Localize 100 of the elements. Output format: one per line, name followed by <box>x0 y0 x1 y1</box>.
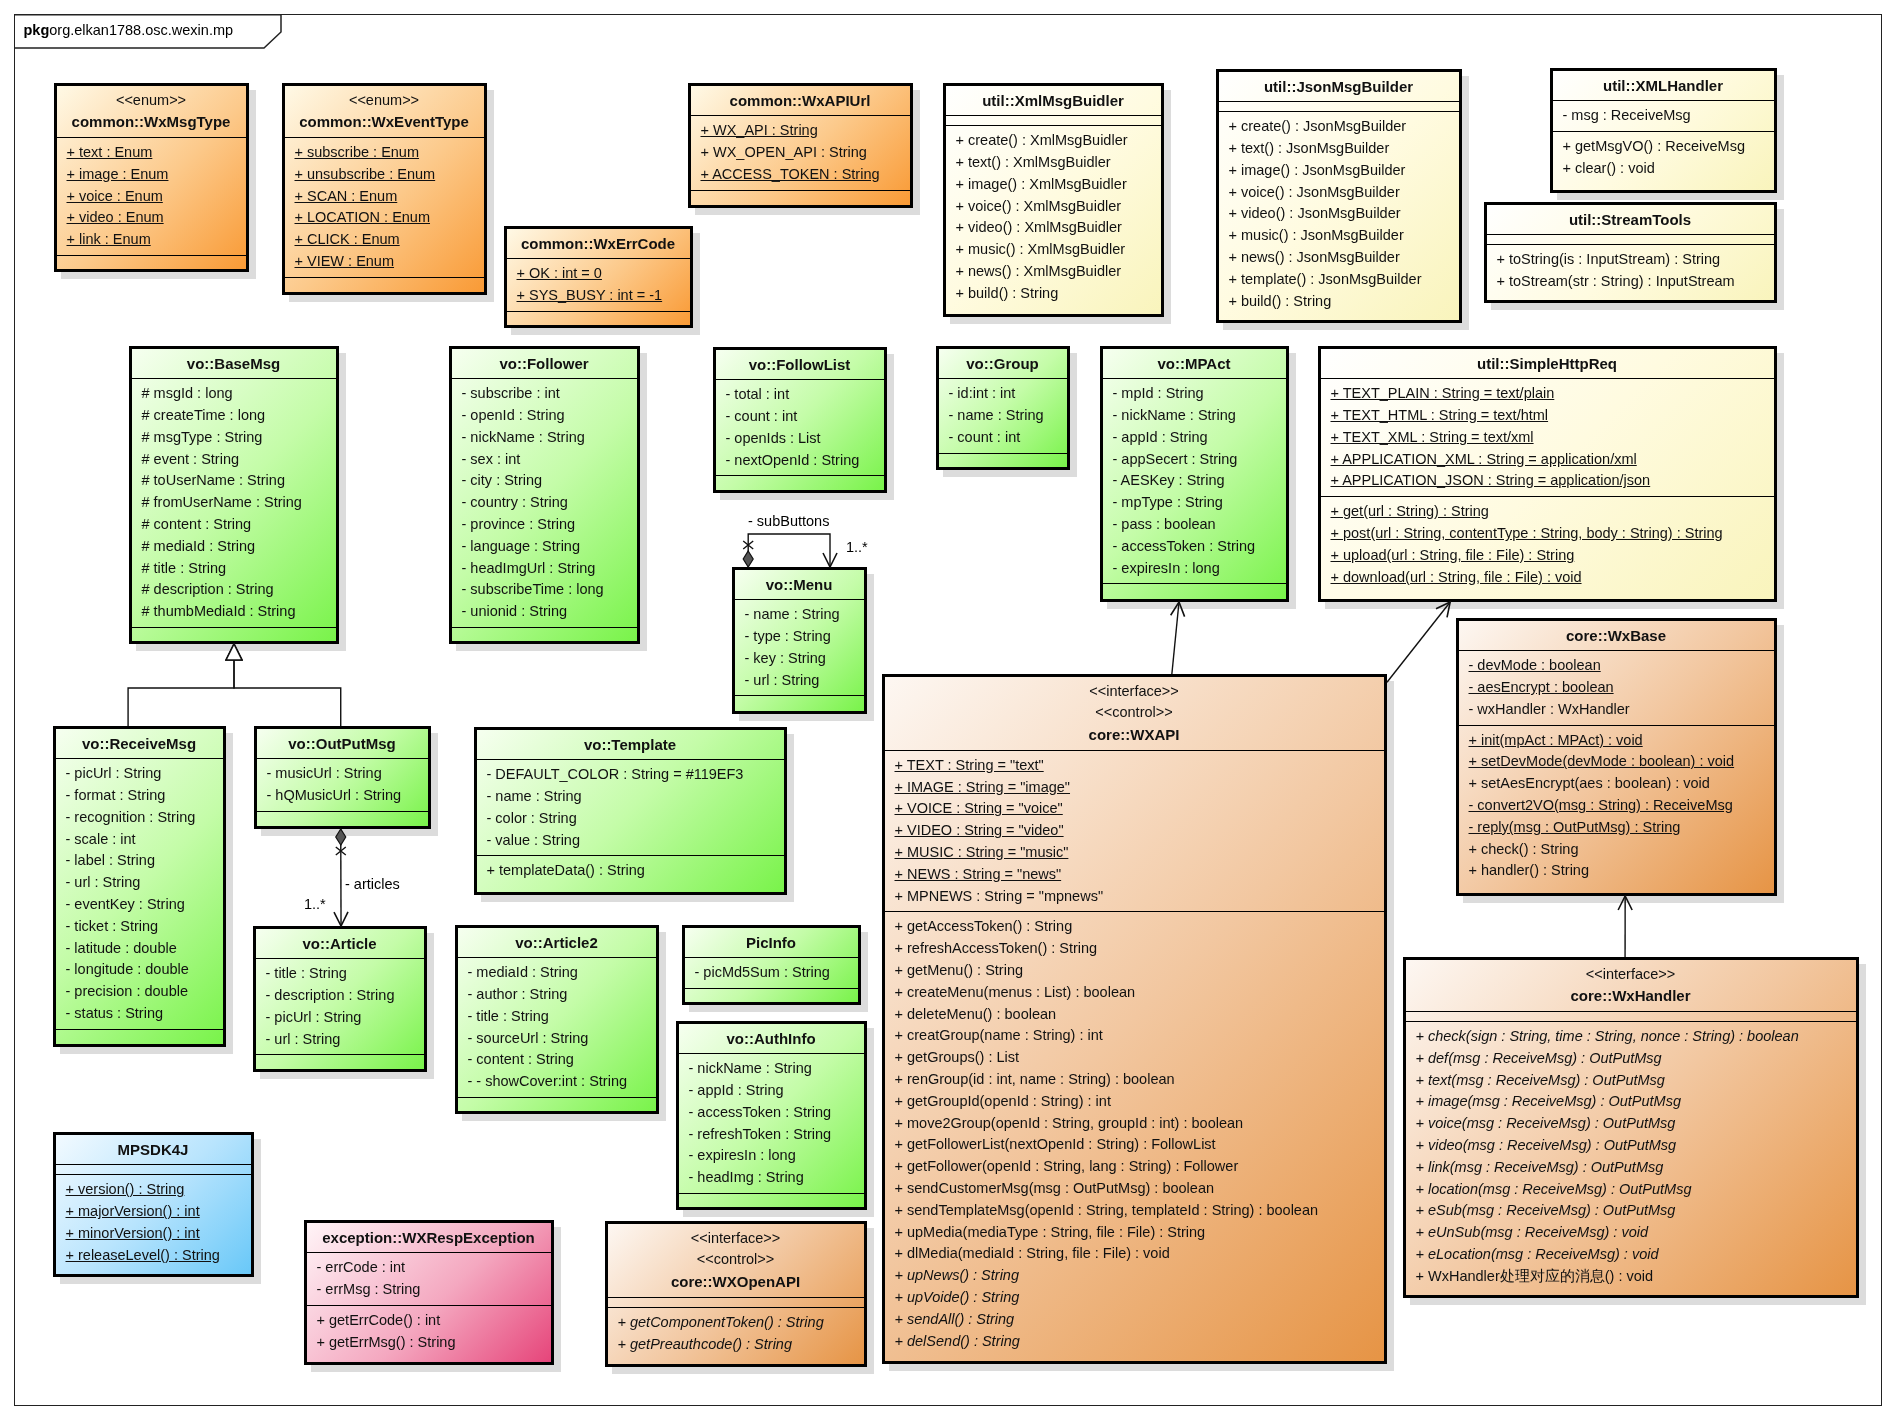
attribute-text: + WX_OPEN_API : String <box>700 143 867 163</box>
method-text: + version() : String <box>65 1180 185 1200</box>
attribute-text: - format : String <box>65 786 166 806</box>
attribute-text: - errCode : int <box>316 1258 406 1278</box>
attribute-text: - expiresIn : long <box>1112 558 1220 578</box>
stereotype-label: <<interface>> <box>1089 681 1179 701</box>
attribute-text: + TEXT_XML : String = text/xml <box>1330 427 1534 447</box>
class-name: vo::BaseMsg <box>186 353 281 374</box>
class-name: vo::Article <box>302 933 377 954</box>
method-text: + link(msg : ReceiveMsg) : OutPutMsg <box>1415 1157 1664 1177</box>
attribute-text: - recognition : String <box>65 807 196 827</box>
method-text: + template() : JsonMsgBuilder <box>1228 269 1422 289</box>
attribute-text: - nextOpenId : String <box>725 450 860 470</box>
attribute-text: + subscribe : Enum <box>294 143 420 163</box>
method-text: + voice() : XmlMsgBuidler <box>955 196 1122 216</box>
method-text: - reply(msg : OutPutMsg) : String <box>1468 817 1681 837</box>
method-text: + upVoide() : String <box>894 1288 1020 1307</box>
class-name: util::XmlMsgBuidler <box>982 90 1124 111</box>
attribute-text: + text : Enum <box>66 143 153 163</box>
attribute-text: - headImg : String <box>688 1168 804 1188</box>
attribute-text: - description : String <box>265 986 395 1006</box>
attribute-text: - picUrl : String <box>65 764 162 784</box>
class-name: core::WXAPI <box>1088 725 1180 746</box>
method-text: + creatGroup(name : String) : int <box>894 1026 1103 1046</box>
attribute-text: + LOCATION : Enum <box>294 208 430 228</box>
method-text: + eSub(msg : ReceiveMsg) : OutPutMsg <box>1415 1201 1676 1221</box>
class-name: common::WxAPIUrl <box>729 90 871 111</box>
attribute-text: + NEWS : String = "news" <box>894 864 1062 884</box>
attribute-text: - ticket : String <box>65 916 159 936</box>
attribute-text: - total : int <box>725 385 790 405</box>
attribute-text: + unsubscribe : Enum <box>294 164 436 184</box>
attribute-text: + TEXT : String = "text" <box>894 755 1044 775</box>
attribute-text: - DEFAULT_COLOR : String = #119EF3 <box>486 765 744 785</box>
class-name: vo::OutPutMsg <box>288 733 396 754</box>
method-text: + init(mpAct : MPAct) : void <box>1468 730 1643 750</box>
class-name: vo::Menu <box>765 574 833 595</box>
method-text: + WxHandler处理对应的消息() : void <box>1415 1266 1654 1286</box>
method-text: + minorVersion() : int <box>65 1223 200 1243</box>
attribute-text: - errMsg : String <box>316 1280 421 1300</box>
attribute-text: # thumbMediaId : String <box>141 602 296 622</box>
method-text: + location(msg : ReceiveMsg) : OutPutMsg <box>1415 1179 1692 1199</box>
attribute-text: - name : String <box>744 605 840 625</box>
attribute-text: - name : String <box>948 406 1044 426</box>
composition-arrow <box>333 828 349 927</box>
method-text: + voice() : JsonMsgBuilder <box>1228 182 1400 202</box>
method-text: + releaseLevel() : String <box>65 1245 220 1265</box>
attribute-text: - accessToken : String <box>688 1102 832 1122</box>
attribute-text: - eventKey : String <box>65 895 185 915</box>
attribute-text: - country : String <box>461 493 568 513</box>
method-text: + setDevMode(devMode : boolean) : void <box>1468 752 1735 772</box>
attribute-text: - title : String <box>467 1006 549 1026</box>
stereotype-label: <<control>> <box>1095 703 1173 723</box>
method-text: + getPreauthcode() : String <box>617 1334 792 1354</box>
attribute-text: + voice : Enum <box>66 186 163 206</box>
attribute-text: - refreshToken : String <box>688 1124 832 1144</box>
attribute-text: - picUrl : String <box>265 1007 362 1027</box>
attribute-text: - mpId : String <box>1112 384 1204 404</box>
method-text: + getGroupId(openId : String) : int <box>894 1091 1111 1111</box>
method-text: + templateData() : String <box>486 861 645 881</box>
attribute-text: - pass : boolean <box>1112 515 1216 535</box>
attribute-text: - language : String <box>461 536 580 556</box>
method-text: + setAesEncrypt(aes : boolean) : void <box>1468 774 1710 794</box>
method-text: + video() : JsonMsgBuilder <box>1228 204 1401 224</box>
method-text: + delSend() : String <box>894 1331 1020 1351</box>
class-name: PicInfo <box>746 932 796 953</box>
attribute-text: # content : String <box>141 515 252 535</box>
attribute-text: + TEXT_HTML : String = text/html <box>1330 406 1549 426</box>
attribute-text: # event : String <box>141 449 240 469</box>
stereotype-label: <<control>> <box>696 1250 775 1270</box>
attribute-text: # description : String <box>141 580 274 600</box>
attribute-text: - devMode : boolean <box>1468 656 1601 676</box>
attribute-text: - hQMusicUrl : String <box>266 786 402 806</box>
method-text: + text() : XmlMsgBuidler <box>955 153 1111 173</box>
stereotype-label: <<enum>> <box>115 90 187 110</box>
attribute-text: - precision : double <box>65 982 188 1002</box>
method-text: + move2Group(openId : String, groupId : int) : boolean <box>894 1113 1244 1133</box>
attribute-text: - label : String <box>65 851 155 871</box>
attribute-text: - author : String <box>467 985 568 1005</box>
method-text: + music() : JsonMsgBuilder <box>1228 226 1404 246</box>
attribute-text: - title : String <box>265 964 347 984</box>
attribute-text: - url : String <box>65 873 141 893</box>
attribute-text: + TEXT_PLAIN : String = text/plain <box>1330 384 1555 404</box>
method-text: + check() : String <box>1468 839 1579 859</box>
attribute-text: + VOICE : String = "voice" <box>894 799 1063 819</box>
stereotype-label: <<interface>> <box>690 1228 781 1248</box>
attribute-text: - sourceUrl : String <box>467 1028 589 1048</box>
class-name: common::WxMsgType <box>71 112 231 133</box>
package-tab: pkgorg.elkan1788.osc.wexin.mp <box>13 13 282 49</box>
attribute-text: - AESKey : String <box>1112 471 1225 491</box>
method-text: + createMenu(menus : List) : boolean <box>894 982 1136 1002</box>
attribute-text: - count : int <box>725 407 798 427</box>
method-text: + voice(msg : ReceiveMsg) : OutPutMsg <box>1415 1114 1676 1134</box>
attribute-text: - count : int <box>948 427 1021 447</box>
association-arrow <box>1169 601 1186 675</box>
attribute-text: + APPLICATION_XML : String = application/xml <box>1330 449 1637 469</box>
attribute-text: + VIEW : Enum <box>294 252 395 272</box>
attribute-text: - id:int : int <box>948 384 1016 404</box>
attribute-text: - subscribe : int <box>461 384 560 404</box>
attribute-text: - nickName : String <box>461 427 585 447</box>
stereotype-label: <<interface>> <box>1585 964 1676 984</box>
